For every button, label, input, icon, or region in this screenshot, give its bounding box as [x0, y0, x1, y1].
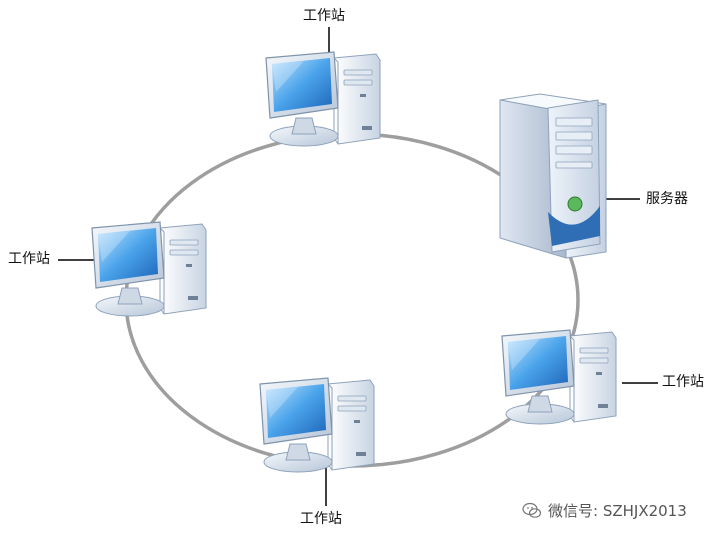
label-server: 服务器 [646, 191, 688, 207]
label-workstation-top: 工作站 [303, 8, 345, 24]
workstation-bottom [259, 377, 375, 473]
workstation-right [501, 329, 617, 425]
server [499, 93, 607, 259]
workstation-top [265, 51, 381, 147]
watermark: 微信号: SZHJX2013 [522, 500, 687, 521]
wechat-icon [522, 502, 542, 518]
watermark-text: 微信号: SZHJX2013 [548, 502, 687, 520]
label-workstation-right: 工作站 [662, 374, 704, 390]
label-workstation-left: 工作站 [8, 251, 50, 267]
workstation-left [91, 221, 207, 317]
label-workstation-bottom: 工作站 [300, 511, 342, 527]
